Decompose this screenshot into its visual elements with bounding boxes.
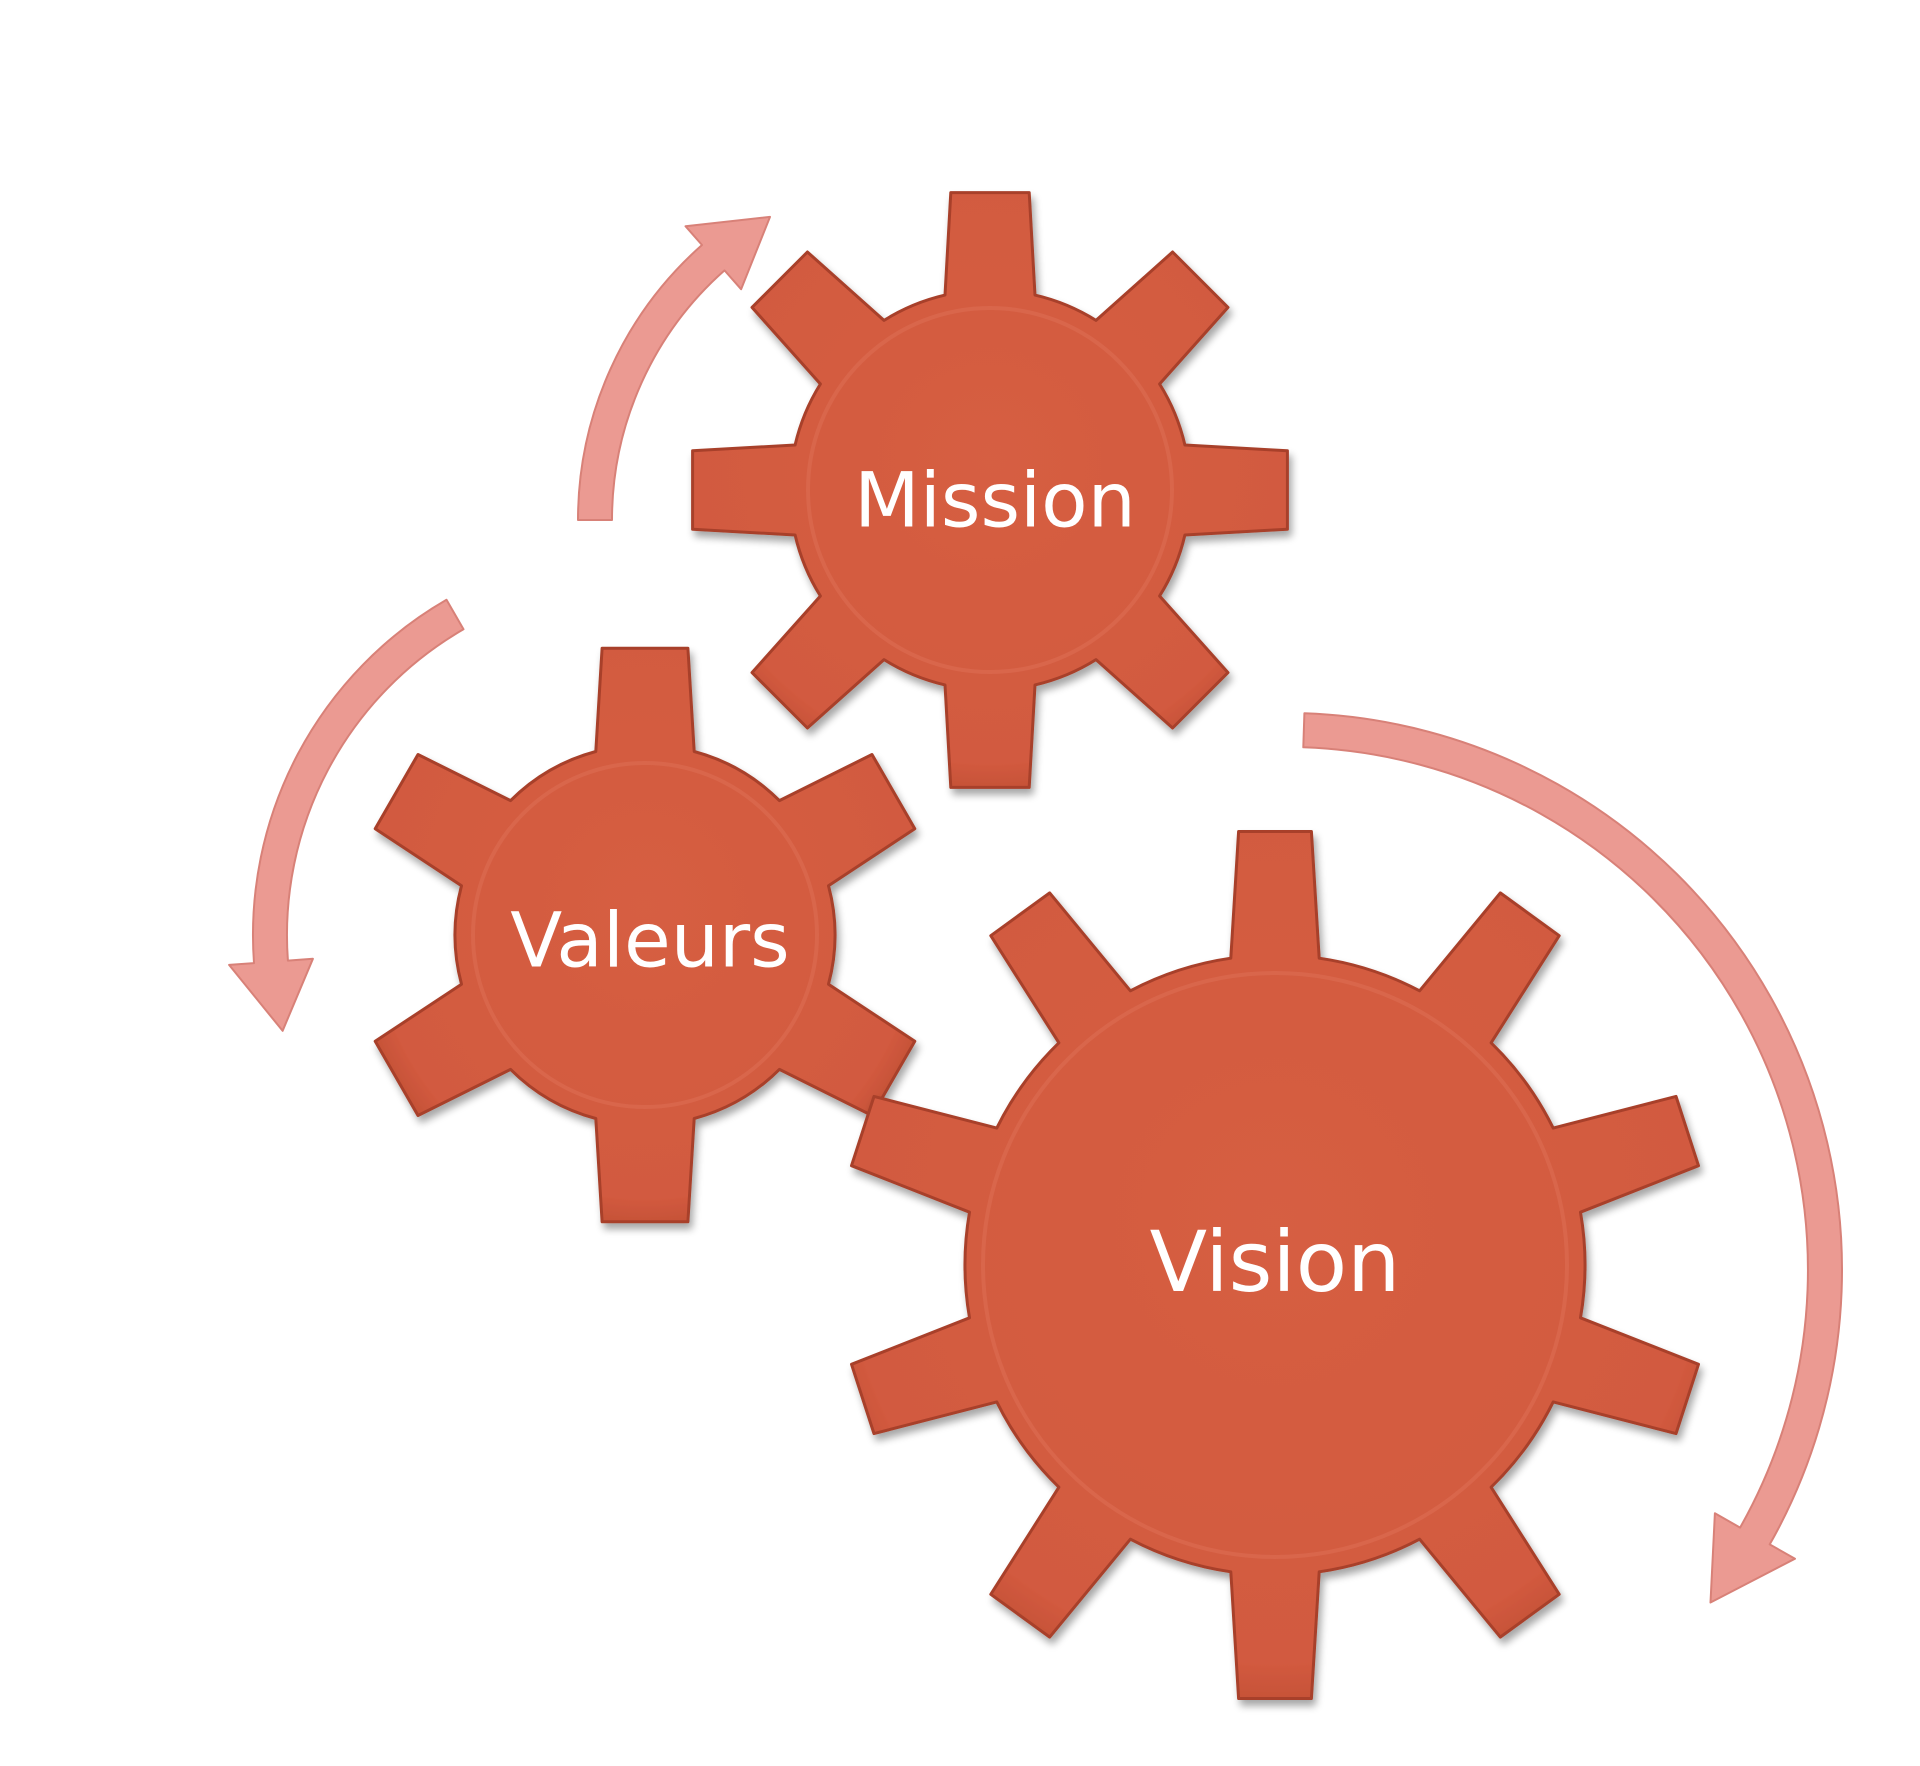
gear-inner-ring: [980, 971, 1570, 1559]
curved-arrow-icon: [1302, 712, 1843, 1604]
gear-icon: [850, 830, 1700, 1700]
gear-label-mission: Mission: [854, 456, 1136, 545]
gear-inner-ring: [805, 306, 1175, 674]
gear-valeurs: Valeurs: [373, 646, 917, 1224]
gear-icon: [373, 646, 917, 1224]
gear-mission: Mission: [691, 191, 1289, 789]
gear-label-vision: Vision: [1150, 1213, 1401, 1311]
arrow-valeurs: [228, 598, 465, 1032]
curved-arrow-icon: [577, 215, 771, 521]
gear-vision: Vision: [850, 830, 1700, 1700]
gear-icon: [691, 191, 1289, 789]
gear-label-valeurs: Valeurs: [510, 896, 790, 985]
curved-arrow-icon: [228, 598, 465, 1032]
gear-inner-ring: [470, 761, 820, 1109]
arrow-mission: [577, 215, 771, 521]
arrow-vision: [1302, 712, 1843, 1604]
